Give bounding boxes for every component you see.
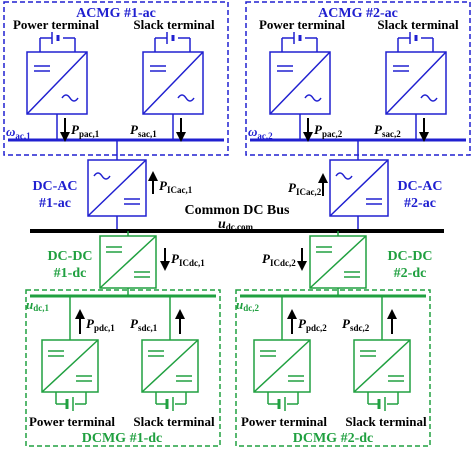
acmg-2-power-inverter-icon [269,51,331,140]
dcmg-2-boundary [235,289,431,447]
dcdc-1-converter: DC-DC #1-dc PICdc,1 [47,231,205,296]
dcmg-2-slack-battery-icon [367,392,399,411]
common-dc-bus-voltage-label: udc,com [218,217,254,232]
acmg-2-slack-battery-icon [397,32,434,52]
dcac-1-converter-icon [87,159,147,217]
dcac-2-p-label: PICac,2 [288,180,322,197]
dcac-2-converter: DC-AC #2-ac PICac,2 [288,155,443,230]
dcmg-2-title: DCMG #2-dc [293,431,374,446]
acmg-2-group: ACMG #2-ac Power terminal Slack terminal [245,1,471,156]
acmg-1-group: ACMG #1-ac Power terminal Slack terminal [3,1,229,156]
dcac-2-label-line1: DC-AC [397,179,442,194]
dcmg-1-group: udc,1 Ppdc,1 Psdc,1 [25,289,221,447]
acmg-2-slack-terminal-label: Slack terminal [377,17,459,32]
dcac-2-label-line2: #2-ac [404,196,436,211]
dcmg-1-slack-terminal-label: Slack terminal [133,414,215,429]
common-dc-bus-label: Common DC Bus [184,203,290,218]
dcmg-1-p-pdc-label: Ppdc,1 [86,316,115,333]
dcac-2-converter-icon [329,159,389,217]
dcac-1-converter: DC-AC #1-ac PICac,1 [32,155,193,230]
dcdc-1-label-line2: #1-dc [54,266,87,281]
dcmg-1-voltage-label: udc,1 [26,297,49,313]
acmg-2-p-sac-label: Psac,2 [374,122,401,139]
dcdc-1-label-line1: DC-DC [47,249,92,264]
dcdc-2-converter: DC-DC #2-dc PICdc,2 [262,231,433,296]
dcmg-2-p-pdc-label: Ppdc,2 [298,316,327,333]
acmg-1-boundary [3,1,229,156]
acmg-1-power-battery-icon [39,32,76,52]
dcmg-1-power-battery-icon [55,392,87,411]
dcmg-2-slack-terminal-label: Slack terminal [345,414,427,429]
dcdc-2-label-line1: DC-DC [387,249,432,264]
acmg-1-title: ACMG #1-ac [76,6,156,21]
dcmg-2-power-terminal-label: Power terminal [241,414,327,429]
common-dc-bus: Common DC Bus udc,com [30,203,444,233]
dcac-1-label-line1: DC-AC [32,179,77,194]
dcmg-1-title: DCMG #1-dc [82,431,163,446]
dcmg-1-slack-converter-icon [141,339,199,393]
dcac-1-label-line2: #1-ac [39,196,71,211]
acmg-1-p-pac-label: Ppac,1 [71,122,100,139]
acmg-2-power-battery-icon [281,32,318,52]
dcmg-1-p-sdc-label: Psdc,1 [130,316,158,333]
acmg-1-slack-battery-icon [154,32,191,52]
dcdc-1-p-label: PICdc,1 [171,251,205,268]
dcmg-1-power-terminal-label: Power terminal [29,414,115,429]
dcmg-2-power-battery-icon [267,392,299,411]
acmg-1-power-terminal-label: Power terminal [13,17,99,32]
dcmg-2-p-sdc-label: Psdc,2 [342,316,370,333]
dcmg-1-slack-battery-icon [155,392,187,411]
dcdc-1-converter-icon [99,235,157,289]
acmg-1-omega-label: ωac,1 [6,124,31,141]
acmg-1-slack-terminal-label: Slack terminal [133,17,215,32]
acmg-1-p-sac-label: Psac,1 [130,122,157,139]
acmg-2-title: ACMG #2-ac [318,6,398,21]
dcdc-2-label-line2: #2-dc [394,266,427,281]
dcdc-2-converter-icon [309,235,367,289]
dcmg-1-boundary [25,289,221,447]
dcmg-1-power-converter-icon [41,339,99,393]
dcmg-2-power-converter-icon [253,339,311,393]
dcmg-2-voltage-label: udc,2 [236,297,259,313]
acmg-1-power-inverter-icon [26,51,88,140]
dcmg-2-slack-converter-icon [353,339,411,393]
acmg-2-p-pac-label: Ppac,2 [314,122,343,139]
acmg-1-slack-inverter-icon [142,51,204,140]
dcdc-2-p-label: PICdc,2 [262,251,296,268]
acmg-2-power-terminal-label: Power terminal [259,17,345,32]
dcac-1-p-label: PICac,1 [159,178,193,195]
dcmg-2-group: udc,2 Ppdc,2 Psdc,2 [235,289,431,447]
acmg-2-slack-inverter-icon [385,51,447,140]
acmg-2-omega-label: ωac,2 [248,124,273,141]
